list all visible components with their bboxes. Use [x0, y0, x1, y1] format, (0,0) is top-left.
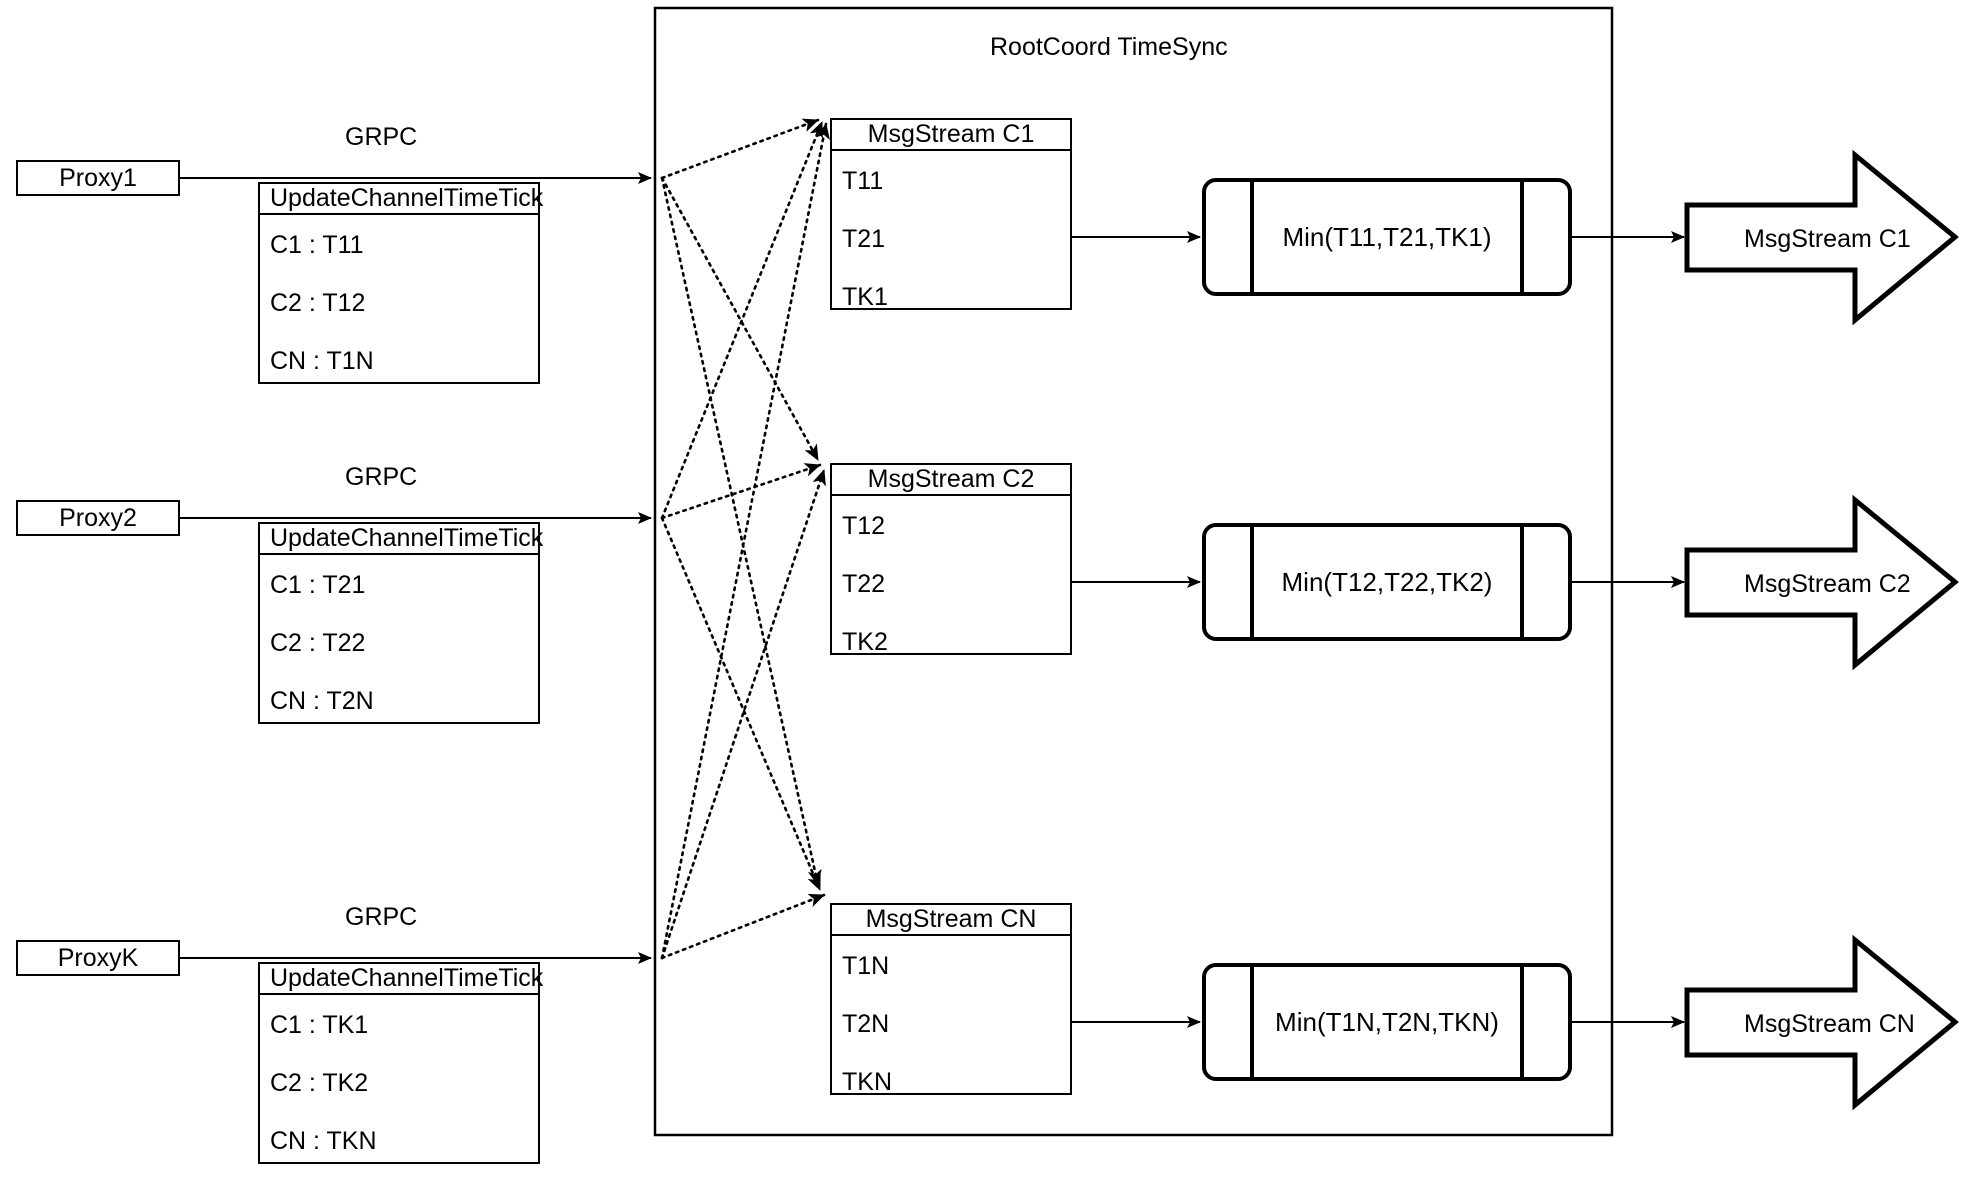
- rpc-entries-1: C1 : T11 C2 : T12 CN : T1N: [260, 215, 538, 399]
- min-process-1[interactable]: Min(T11,T21,TK1): [1202, 178, 1572, 296]
- rpc-entry: CN : T1N: [270, 346, 374, 375]
- process-divider-right: [1520, 527, 1524, 637]
- proxy-box-1[interactable]: Proxy1: [16, 160, 180, 196]
- proxy-label-2: Proxy2: [59, 503, 137, 532]
- rpc-entries-3: C1 : TK1 C2 : TK2 CN : TKN: [260, 995, 538, 1179]
- min-label-2: Min(T12,T22,TK2): [1281, 566, 1493, 597]
- dotted-pk-c1: [660, 122, 830, 960]
- msgstream-tick: T22: [842, 569, 886, 598]
- msgstream-card-2[interactable]: MsgStream C2 T12 T22 TK2: [830, 463, 1072, 655]
- msgstream-title-1: MsgStream C1: [832, 120, 1070, 151]
- min-process-2[interactable]: Min(T12,T22,TK2): [1202, 523, 1572, 641]
- dotted-p1-c2: [660, 176, 820, 462]
- msgstream-card-1[interactable]: MsgStream C1 T11 T21 TK1: [830, 118, 1072, 310]
- min-process-3[interactable]: Min(T1N,T2N,TKN): [1202, 963, 1572, 1081]
- rpc-entry: C1 : T21: [270, 570, 366, 599]
- dotted-p1-c1: [660, 118, 820, 180]
- rpc-entries-2: C1 : T21 C2 : T22 CN : T2N: [260, 555, 538, 739]
- update-channel-timetick-card-1[interactable]: UpdateChannelTimeTick C1 : T11 C2 : T12 …: [258, 182, 543, 384]
- output-arrow-label-2: MsgStream C2: [1744, 570, 1911, 598]
- process-divider-left: [1250, 527, 1254, 637]
- msgstream-tick: TKN: [842, 1067, 892, 1096]
- msgstream-tick: TK2: [842, 627, 888, 656]
- output-arrow-label-3: MsgStream CN: [1744, 1010, 1915, 1038]
- rpc-entry: C2 : T22: [270, 628, 366, 657]
- proxy-box-3[interactable]: ProxyK: [16, 940, 180, 976]
- dotted-pk-cn: [660, 893, 826, 960]
- min-label-1: Min(T11,T21,TK1): [1282, 221, 1492, 252]
- msgstream-title-2: MsgStream C2: [832, 465, 1070, 496]
- container-title: RootCoord TimeSync: [990, 33, 1228, 61]
- grpc-label-2: GRPC: [345, 463, 418, 491]
- rpc-entry: C2 : T12: [270, 288, 366, 317]
- output-arrow-label-1: MsgStream C1: [1744, 225, 1911, 253]
- process-divider-right: [1520, 182, 1524, 292]
- dotted-p2-c2: [660, 463, 822, 520]
- msgstream-ticks-1: T11 T21 TK1: [832, 151, 1070, 335]
- msgstream-ticks-2: T12 T22 TK2: [832, 496, 1070, 680]
- msgstream-tick: T2N: [842, 1009, 890, 1038]
- msgstream-tick: T21: [842, 224, 886, 253]
- grpc-label-1: GRPC: [345, 123, 418, 151]
- msgstream-ticks-3: T1N T2N TKN: [832, 936, 1070, 1120]
- proxy-label-3: ProxyK: [57, 943, 139, 972]
- process-divider-left: [1250, 967, 1254, 1077]
- rpc-entry: CN : T2N: [270, 686, 374, 715]
- dotted-p2-cn: [660, 516, 822, 892]
- rpc-entry: C2 : TK2: [270, 1068, 369, 1097]
- update-channel-timetick-card-2[interactable]: UpdateChannelTimeTick C1 : T21 C2 : T22 …: [258, 522, 543, 724]
- rpc-entry: C1 : TK1: [270, 1010, 369, 1039]
- dotted-p2-c1: [660, 120, 824, 520]
- rpc-entry: CN : TKN: [270, 1126, 377, 1155]
- msgstream-tick: T12: [842, 511, 886, 540]
- dotted-pk-c2: [660, 468, 826, 960]
- process-divider-left: [1250, 182, 1254, 292]
- msgstream-card-3[interactable]: MsgStream CN T1N T2N TKN: [830, 903, 1072, 1095]
- grpc-label-3: GRPC: [345, 903, 418, 931]
- process-divider-right: [1520, 967, 1524, 1077]
- rpc-title-3: UpdateChannelTimeTick: [260, 964, 543, 995]
- msgstream-tick: T1N: [842, 951, 890, 980]
- proxy-box-2[interactable]: Proxy2: [16, 500, 180, 536]
- msgstream-title-3: MsgStream CN: [832, 905, 1070, 936]
- msgstream-tick: TK1: [842, 282, 888, 311]
- rpc-title-1: UpdateChannelTimeTick: [260, 184, 543, 215]
- proxy-label-1: Proxy1: [59, 163, 137, 192]
- rpc-title-2: UpdateChannelTimeTick: [260, 524, 543, 555]
- update-channel-timetick-card-3[interactable]: UpdateChannelTimeTick C1 : TK1 C2 : TK2 …: [258, 962, 543, 1164]
- msgstream-tick: T11: [842, 166, 884, 195]
- rpc-entry: C1 : T11: [270, 230, 364, 259]
- dotted-p1-cn: [660, 176, 822, 887]
- min-label-3: Min(T1N,T2N,TKN): [1275, 1006, 1499, 1037]
